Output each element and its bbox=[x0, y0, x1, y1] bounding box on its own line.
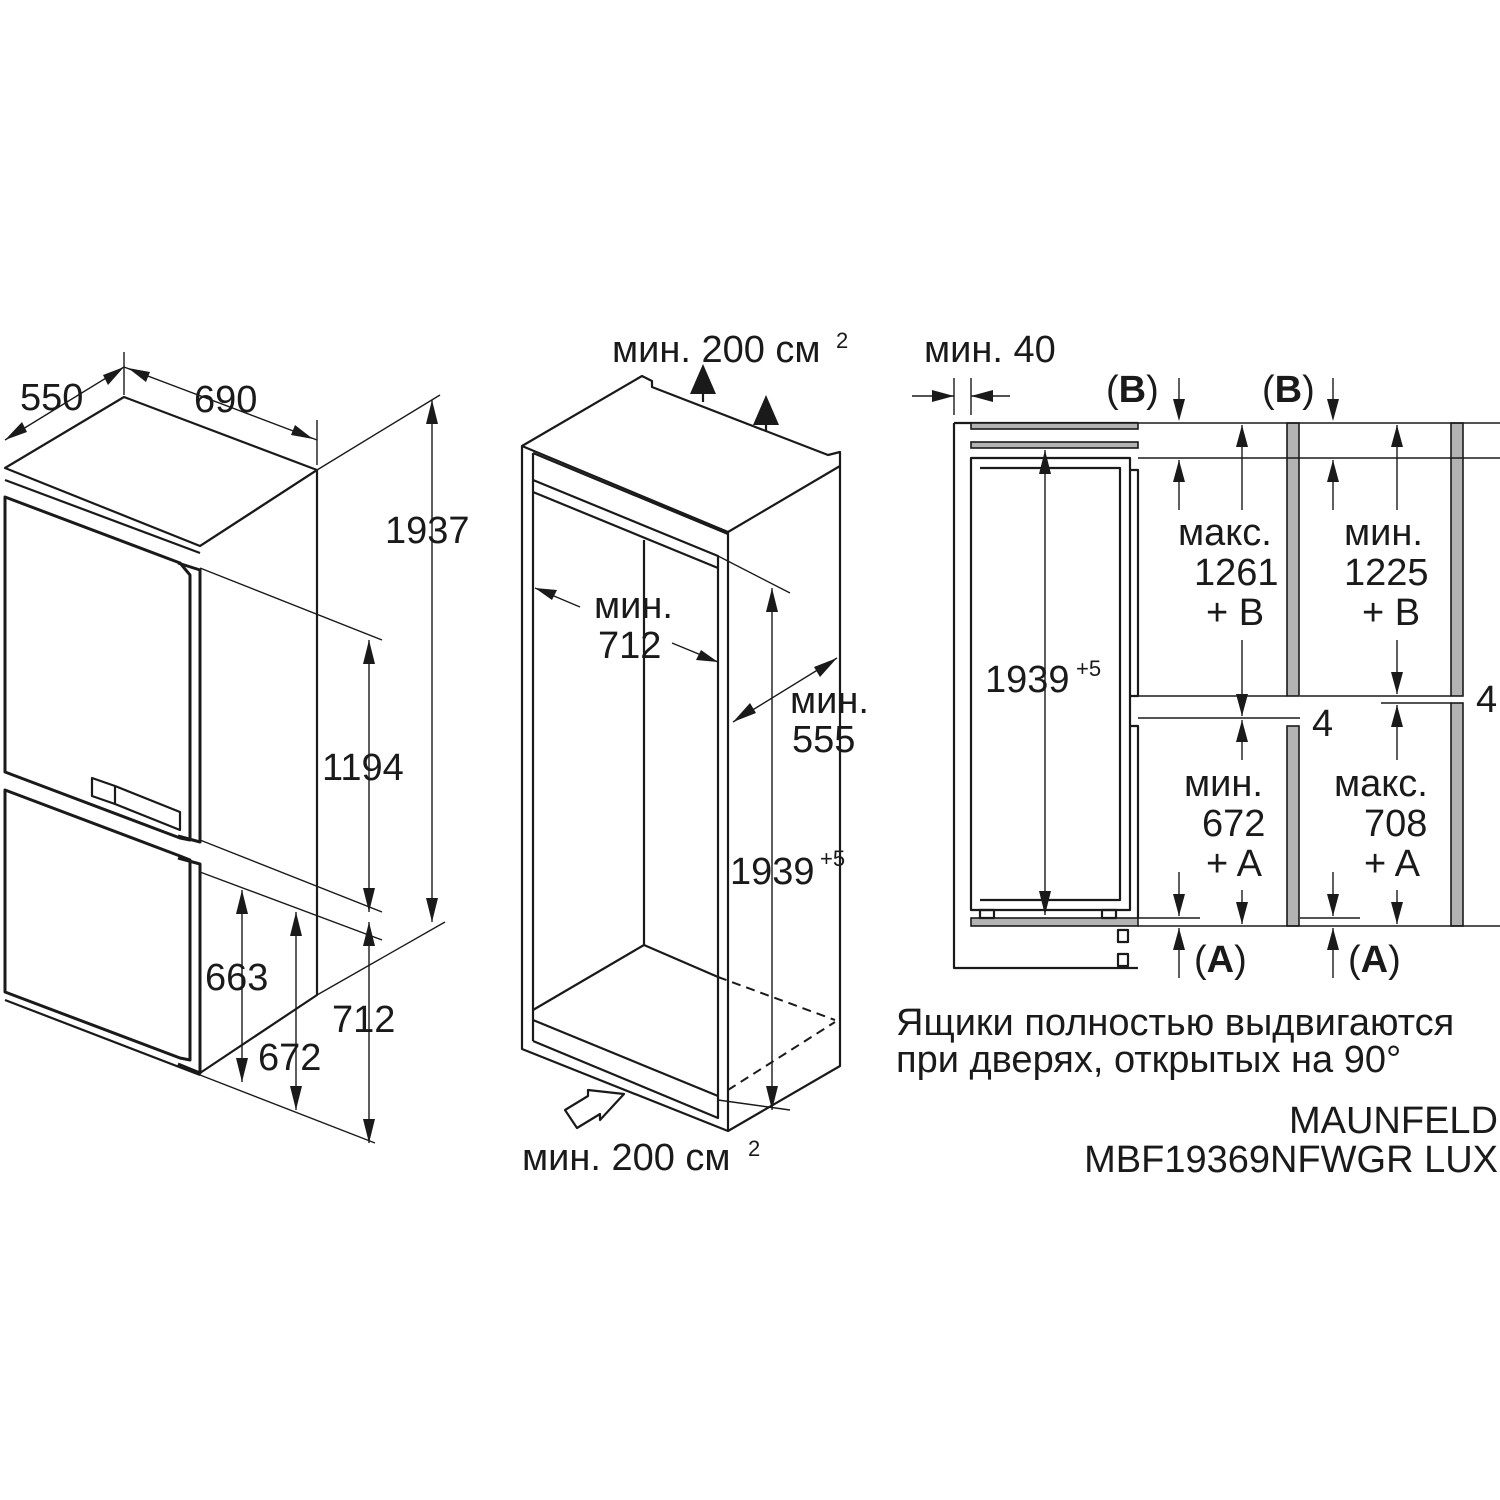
left-upper-caption: макс. bbox=[1178, 512, 1272, 554]
niche-drawing bbox=[520, 364, 842, 1133]
fridge-width-label: 690 bbox=[194, 379, 257, 421]
section-dimensions bbox=[912, 378, 1500, 978]
right-upper-value: 1225 bbox=[1344, 552, 1429, 594]
niche-dimensions bbox=[534, 555, 838, 1111]
niche-depth-value: 555 bbox=[792, 719, 855, 761]
fridge-lower-right-label: 712 bbox=[332, 999, 395, 1041]
gap-right-label: 4 bbox=[1476, 679, 1497, 721]
niche-width-value: 712 bbox=[598, 625, 661, 667]
fridge-depth-label: 550 bbox=[20, 377, 83, 419]
left-upper-value: 1261 bbox=[1194, 552, 1279, 594]
left-lower-value: 672 bbox=[1202, 803, 1265, 845]
brand-name: MAUNFELD bbox=[1289, 1100, 1498, 1142]
fridge-height-label: 1937 bbox=[385, 510, 470, 552]
right-upper-caption: мин. bbox=[1344, 512, 1423, 554]
right-lower-suffix: + A bbox=[1364, 843, 1421, 885]
fridge-dimensions bbox=[4, 352, 446, 1144]
b-marker-left: (B) bbox=[1106, 369, 1159, 411]
note-line-1: Ящики полностью выдвигаются bbox=[896, 1002, 1454, 1044]
vent-bottom-label: мин. 200 см bbox=[522, 1137, 731, 1179]
right-lower-caption: макс. bbox=[1334, 763, 1428, 805]
left-lower-suffix: + A bbox=[1206, 843, 1263, 885]
brand-model: MBF19369NFWGR LUX bbox=[1084, 1139, 1498, 1181]
fridge-lower-mid-label: 672 bbox=[258, 1037, 321, 1079]
section-height-sup: +5 bbox=[1076, 656, 1101, 681]
niche-width-caption: мин. bbox=[594, 585, 673, 627]
right-upper-suffix: + B bbox=[1362, 592, 1420, 634]
section-drawing bbox=[952, 421, 1464, 970]
vent-top-sup: 2 bbox=[836, 328, 848, 353]
note-line-2: при дверях, открытых на 90° bbox=[896, 1039, 1401, 1081]
left-lower-caption: мин. bbox=[1184, 763, 1263, 805]
vent-top-label: мин. 200 см bbox=[612, 329, 821, 371]
b-marker-right: (B) bbox=[1262, 369, 1315, 411]
fridge-upper-door-label: 1194 bbox=[322, 747, 404, 789]
gap-40-label: мин. 40 bbox=[924, 329, 1056, 371]
niche-height-value: 1939 bbox=[730, 851, 815, 893]
gap-mid-label: 4 bbox=[1312, 703, 1333, 745]
niche-depth-caption: мин. bbox=[790, 680, 869, 722]
a-marker-left: (A) bbox=[1194, 939, 1247, 981]
niche-height-sup: +5 bbox=[820, 846, 845, 871]
fridge-lower-left-label: 663 bbox=[205, 957, 268, 999]
vent-bottom-sup: 2 bbox=[748, 1136, 760, 1161]
left-upper-suffix: + B bbox=[1206, 592, 1264, 634]
a-marker-right: (A) bbox=[1348, 939, 1401, 981]
section-height-value: 1939 bbox=[985, 659, 1070, 701]
right-lower-value: 708 bbox=[1364, 803, 1427, 845]
fridge-drawing bbox=[3, 395, 319, 1077]
